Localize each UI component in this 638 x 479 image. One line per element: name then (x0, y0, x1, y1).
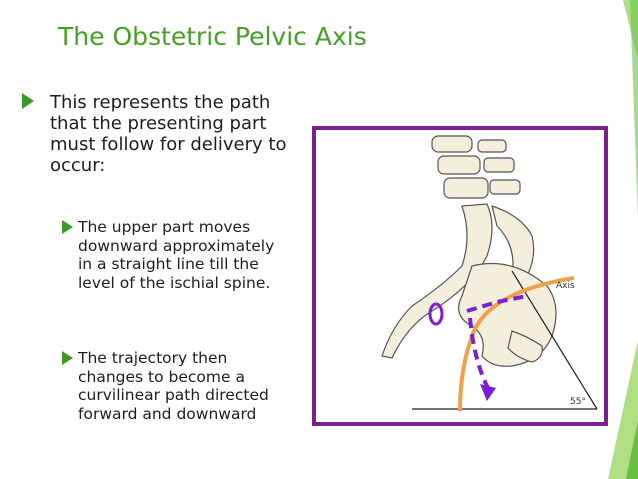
bullet-arrow-icon (62, 351, 73, 365)
bullet-arrow-icon (22, 93, 34, 109)
angle-label: 55° (570, 397, 586, 407)
lower-path (468, 317, 490, 389)
spine-illustration (381, 135, 557, 367)
slide-title: The Obstetric Pelvic Axis (58, 22, 367, 51)
decorative-shapes (608, 0, 638, 479)
upper-path (466, 294, 528, 313)
angle-line (511, 270, 598, 410)
bullet-arrow-icon (62, 220, 73, 234)
axis-label: Axis (556, 281, 575, 291)
sub-bullet-text: The upper part moves downward approximat… (78, 218, 275, 292)
pelvic-axis-diagram: Axis 55° (312, 126, 608, 426)
path-arrowhead (480, 384, 496, 401)
sub-bullet-text: The trajectory then changes to become a … (78, 349, 269, 423)
main-bullet-text: This represents the path that the presen… (50, 92, 287, 176)
axis-curve (458, 276, 575, 412)
ischial-spine-marker (428, 302, 444, 326)
